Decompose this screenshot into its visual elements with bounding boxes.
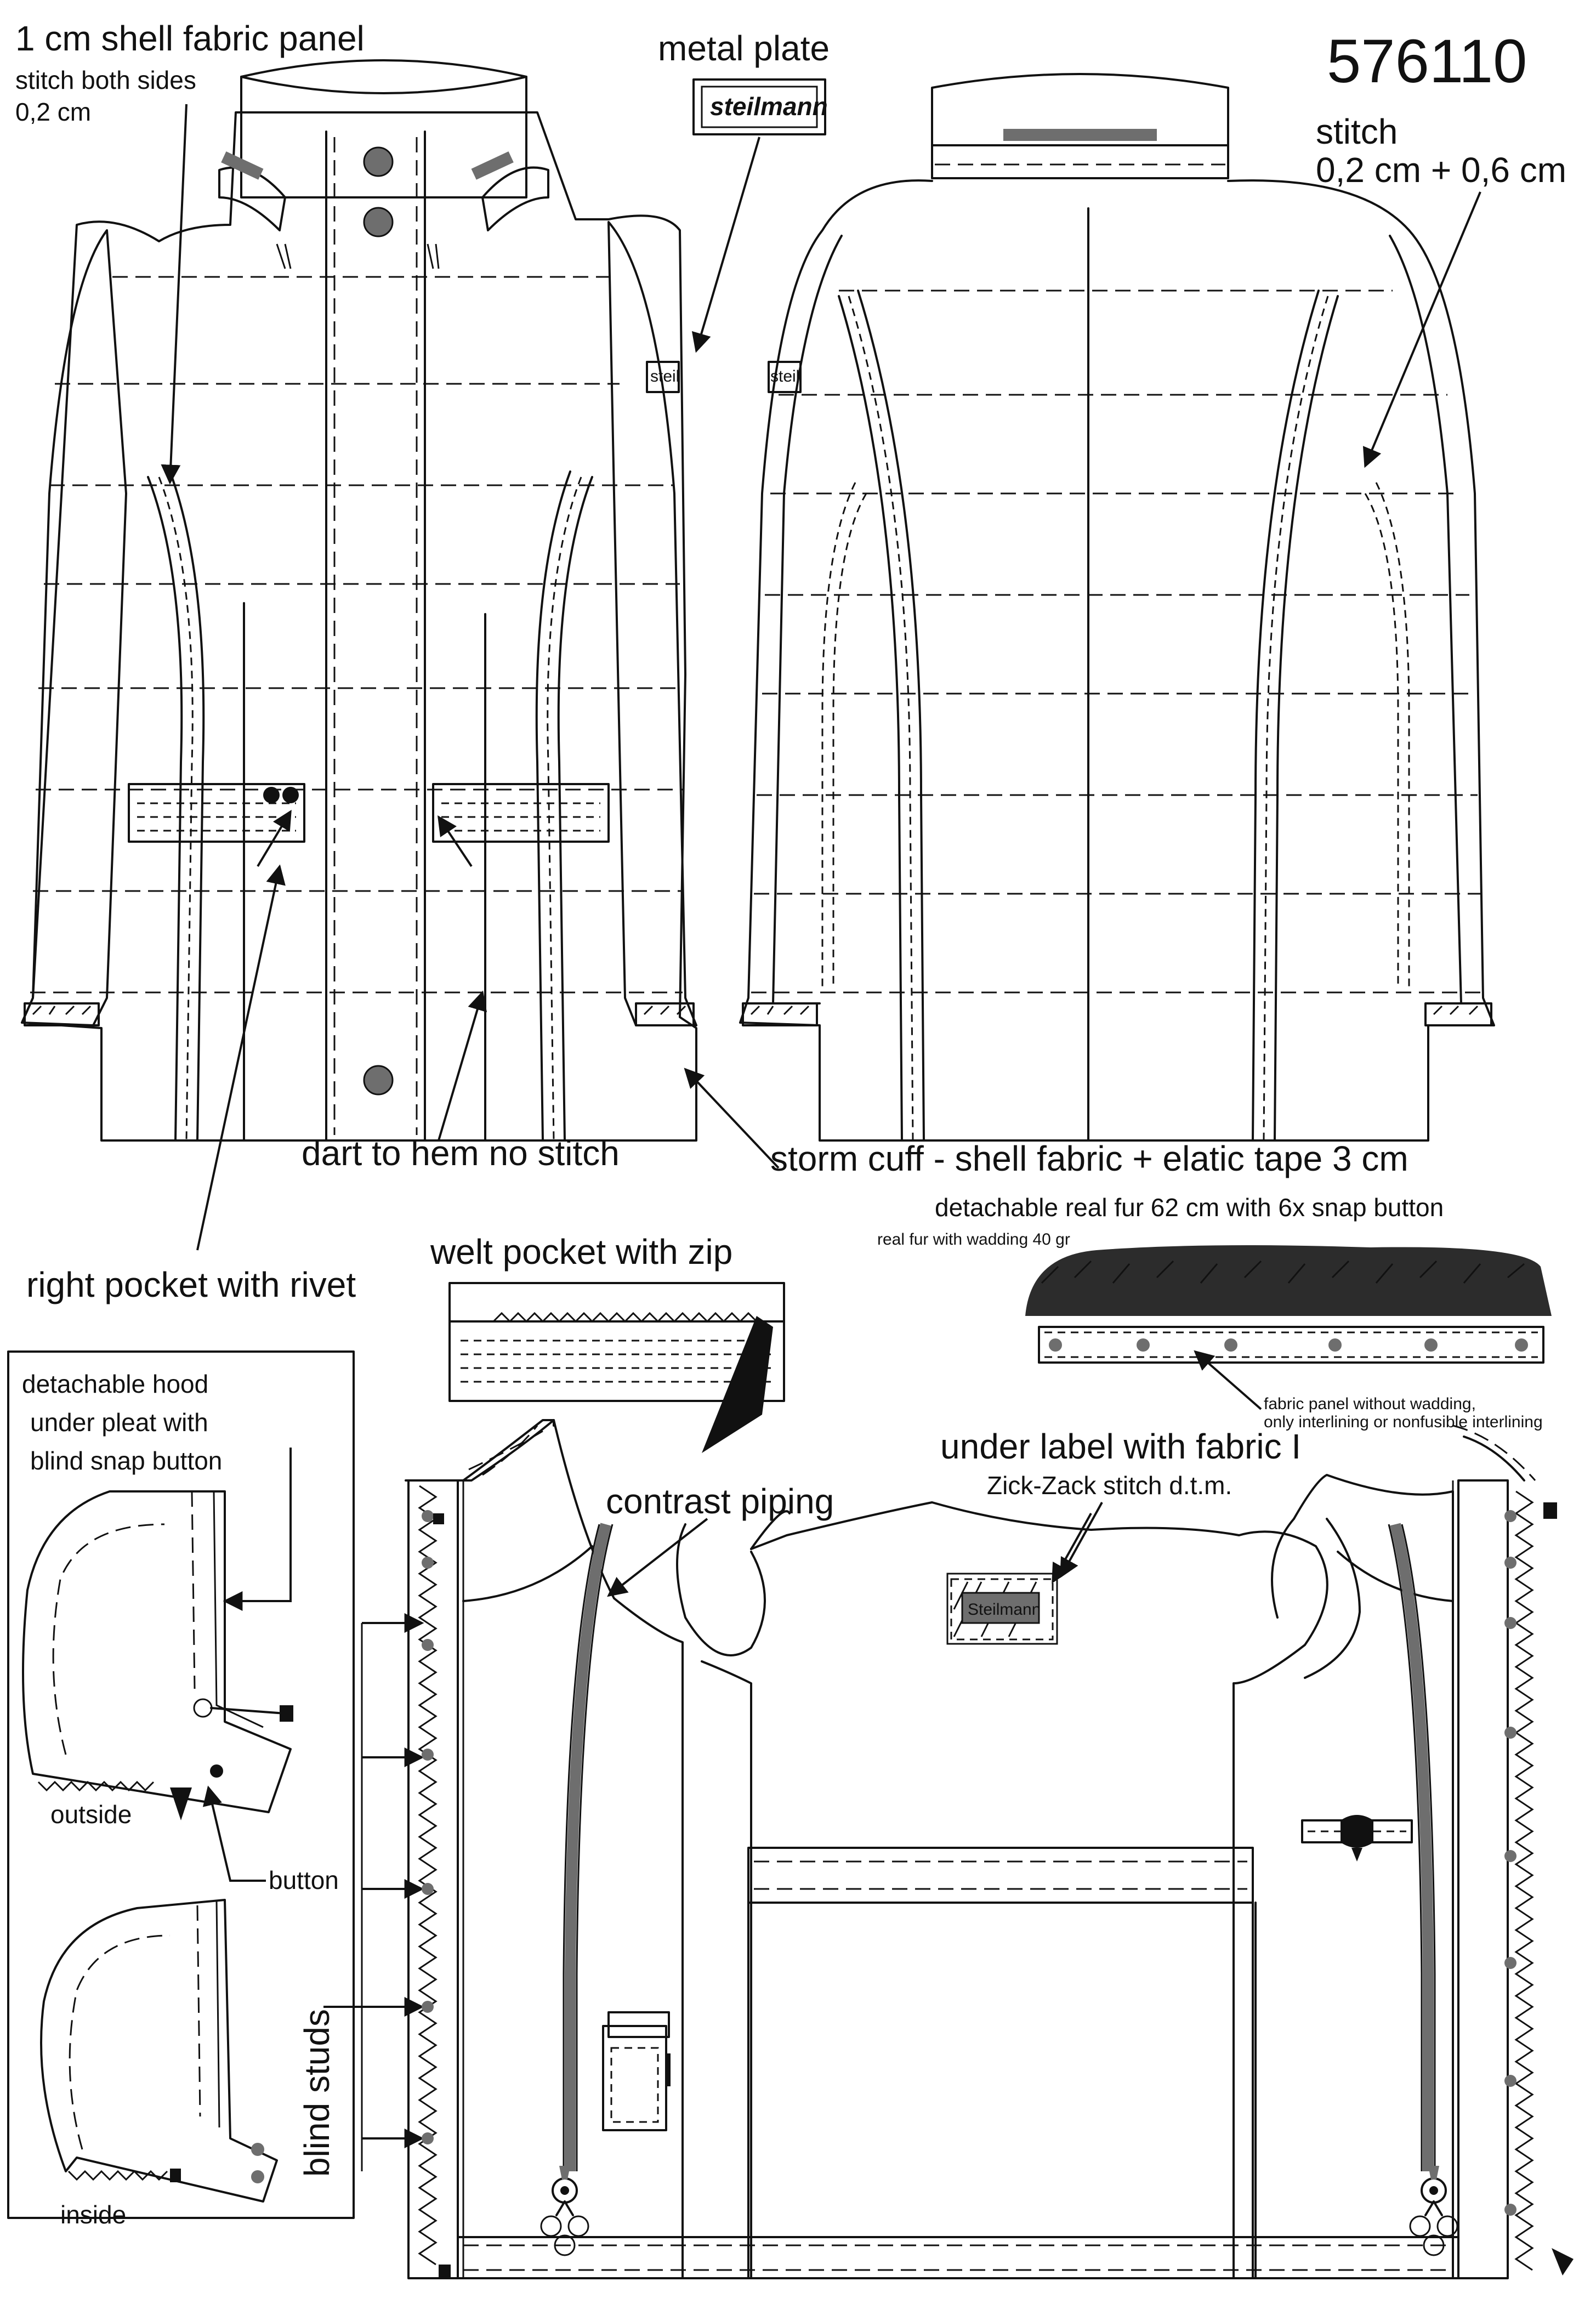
label-fur-wadding: real fur with wadding 40 gr xyxy=(877,1230,1070,1249)
back-view: steil xyxy=(739,73,1495,1142)
label-right-pocket: right pocket with rivet xyxy=(26,1265,356,1304)
label-detachable-fur: detachable real fur 62 cm with 6x snap b… xyxy=(935,1193,1444,1222)
hood-detail: detachable hood under pleat with blind s… xyxy=(7,1350,355,2229)
label-hood-1: detachable hood xyxy=(22,1370,208,1398)
back-sleeve-tag-text: steil xyxy=(770,367,799,385)
label-metal-plate: metal plate xyxy=(658,29,830,68)
label-storm-cuff: storm cuff - shell fabric + elatic tape … xyxy=(770,1139,1408,1178)
drawcord-right-icon xyxy=(1409,2166,1458,2256)
metal-plate-text: steilmann xyxy=(710,92,828,121)
inner-label-text: Steilmann xyxy=(968,1601,1041,1619)
metal-plate-icon xyxy=(692,78,826,135)
label-fabric-panel-2: only interlining or nonfusible interlini… xyxy=(1264,1413,1543,1431)
label-stitch: stitch xyxy=(1316,112,1398,151)
label-stitch-values: 0,2 cm + 0,6 cm xyxy=(1316,150,1566,190)
label-under-label: under label with fabric I xyxy=(940,1427,1301,1466)
welt-pocket-detail: welt pocket with zip xyxy=(430,1232,785,1453)
label-hood-2: under pleat with xyxy=(30,1408,208,1437)
label-blind-studs: blind studs xyxy=(297,2009,337,2177)
label-contrast-piping: contrast piping xyxy=(606,1482,834,1521)
style-number: 576110 xyxy=(1327,27,1527,95)
label-fabric-panel-1: fabric panel without wadding, xyxy=(1264,1395,1476,1413)
label-hood-3: blind snap button xyxy=(30,1446,222,1475)
label-outside: outside xyxy=(50,1800,132,1829)
label-shell-panel: 1 cm shell fabric panel xyxy=(15,19,365,58)
sleeve-tag-text: steil xyxy=(650,367,679,385)
interior-view: Steilmann xyxy=(405,1419,1574,2279)
label-zick-zack: Zick-Zack stitch d.t.m. xyxy=(987,1471,1232,1500)
label-inside: inside xyxy=(60,2200,126,2229)
drawcord-left-icon xyxy=(540,2166,589,2256)
label-dart-to-hem: dart to hem no stitch xyxy=(302,1133,620,1173)
label-stitch-02: 0,2 cm xyxy=(15,98,91,126)
front-view: steil xyxy=(21,59,697,1142)
label-button: button xyxy=(269,1866,339,1894)
fur-collar-detail: real fur with wadding 40 gr fabric panel… xyxy=(877,1230,1552,1431)
label-stitch-both-sides: stitch both sides xyxy=(15,66,196,94)
label-welt-pocket: welt pocket with zip xyxy=(430,1232,732,1272)
